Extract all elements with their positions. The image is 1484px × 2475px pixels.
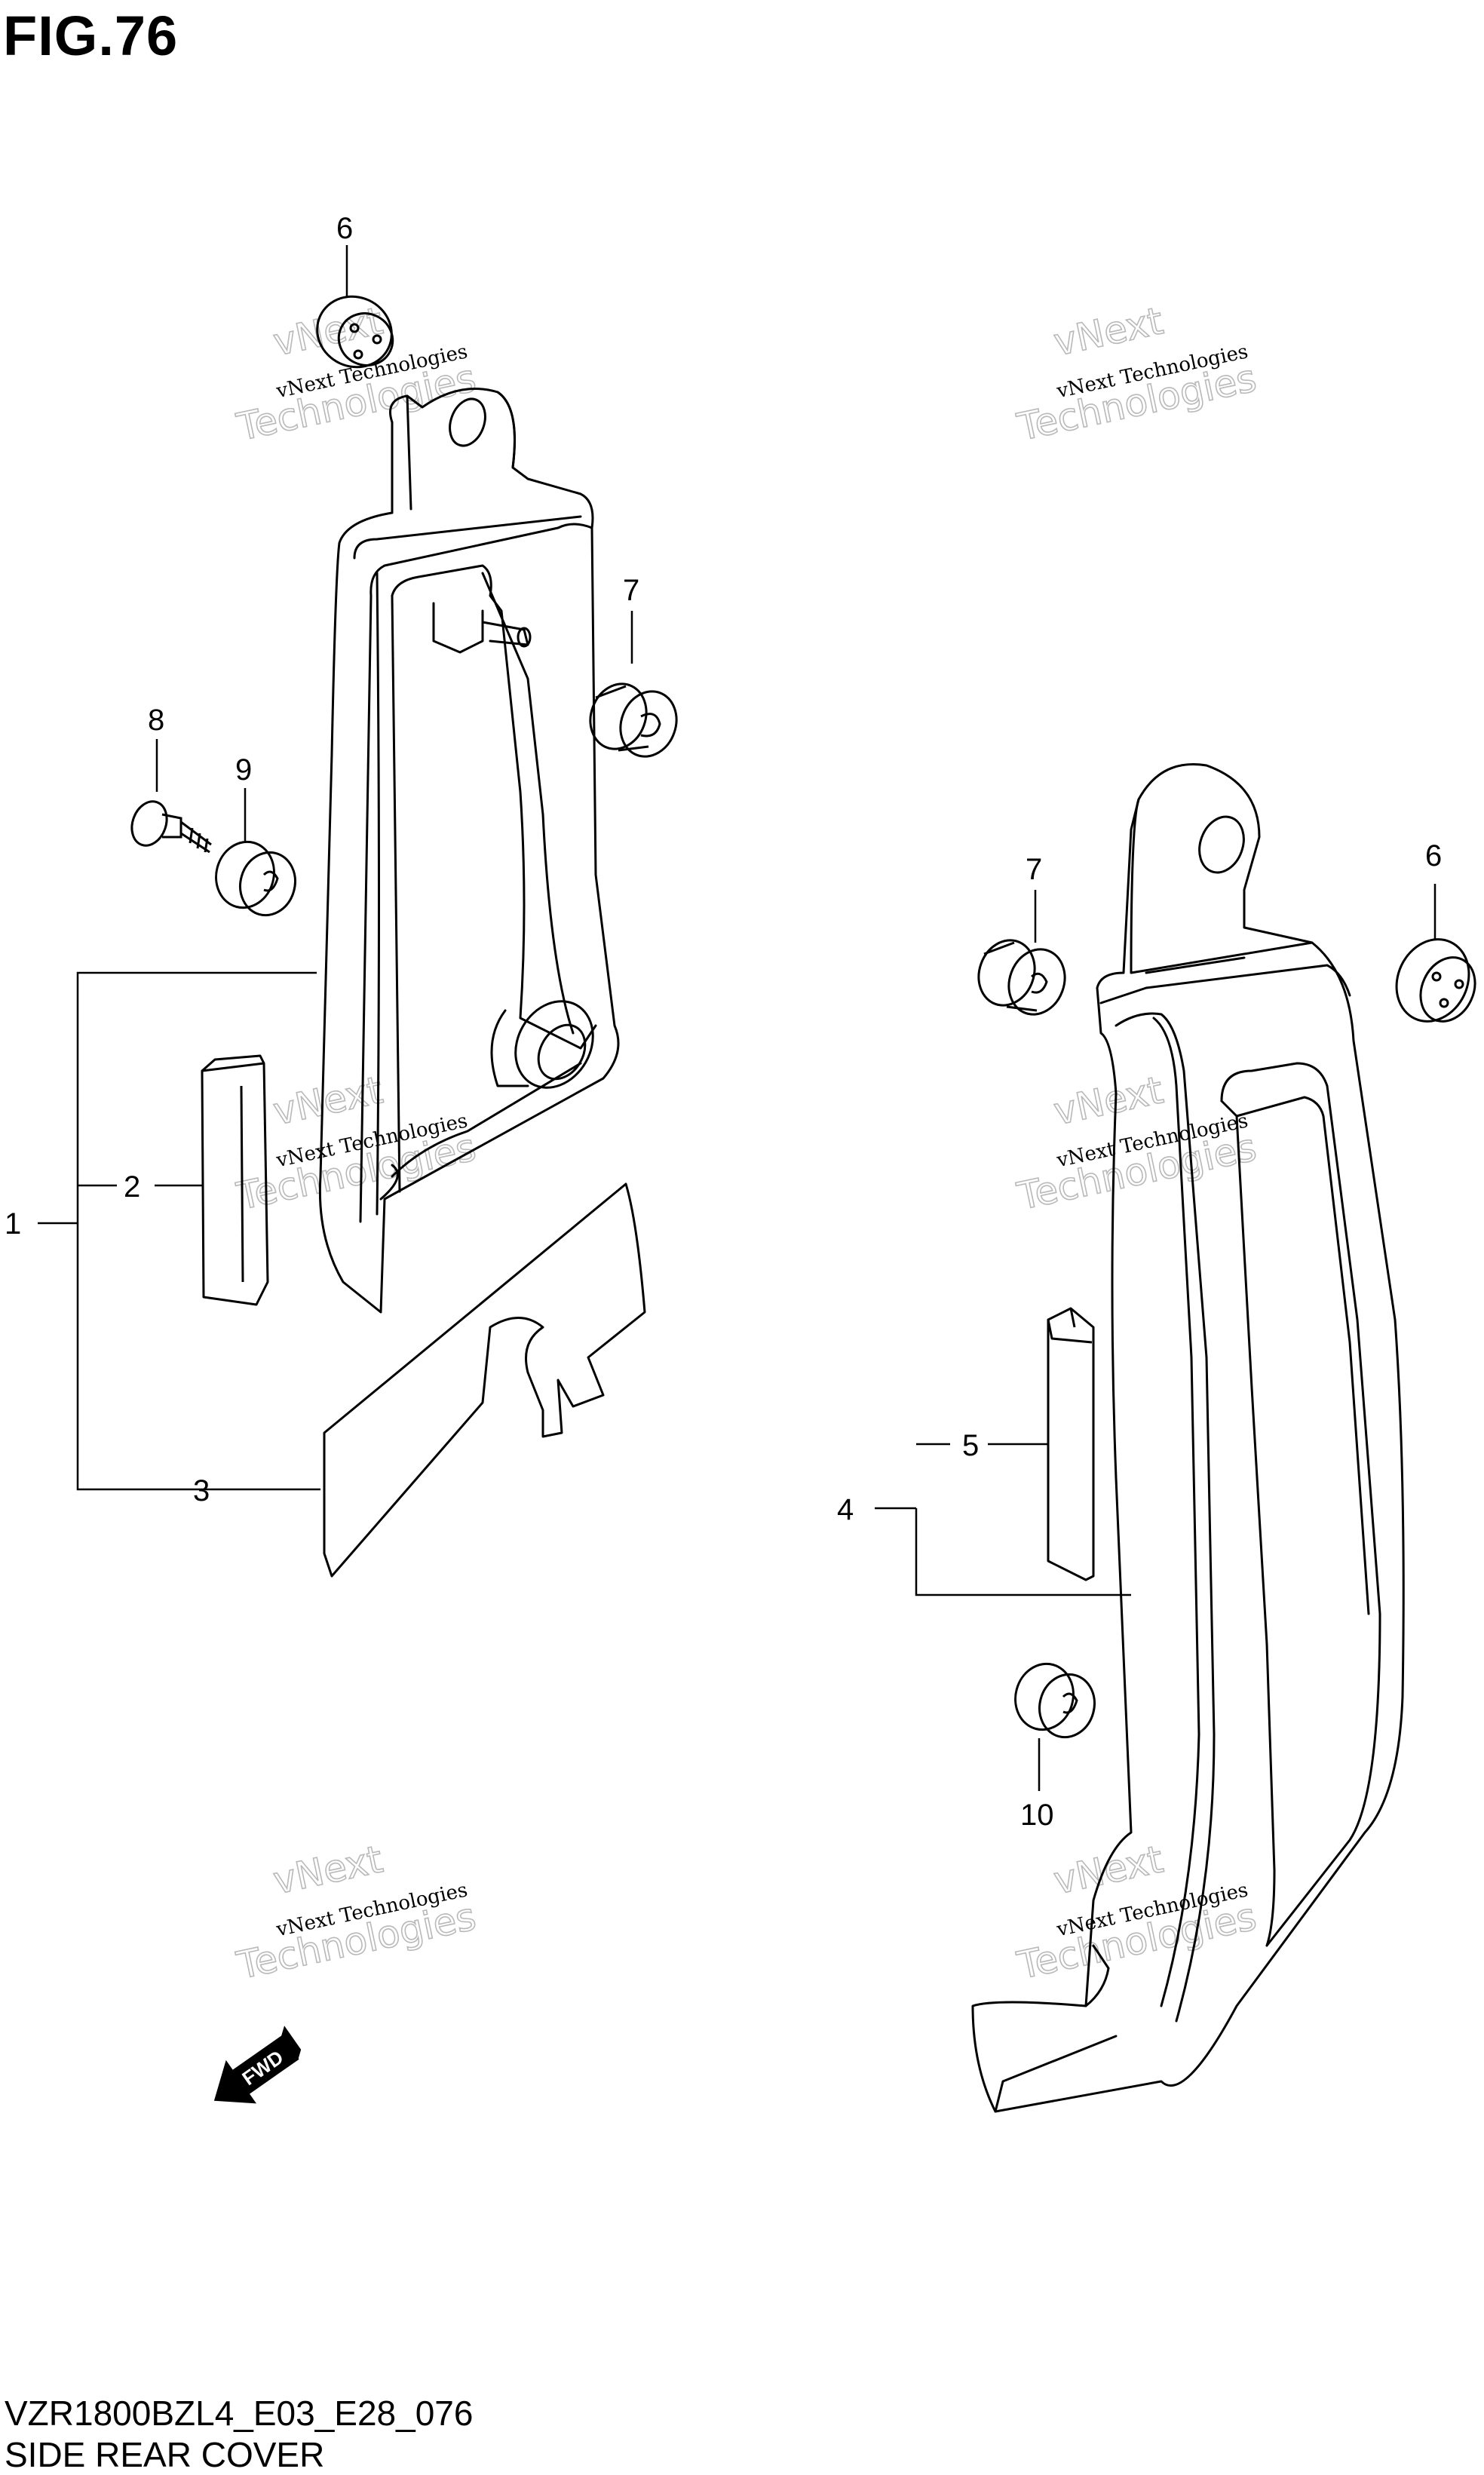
watermark-brand-outline: vNext — [1050, 1837, 1167, 1903]
callout-5: 5 — [962, 1429, 979, 1462]
part-6-right-grommet — [1395, 938, 1476, 1023]
callout-8: 8 — [148, 704, 164, 737]
callout-labels: 6 7 8 9 1 2 3 7 6 4 5 10 — [5, 212, 1442, 1832]
left-cover-window-bottom — [379, 1062, 582, 1201]
part-5-clip — [1047, 1307, 1095, 1581]
left-cover-boss-outer — [514, 1000, 594, 1089]
leader-lines — [38, 245, 1436, 1791]
watermark-bottom-right: vNext vNext Technologies Technologies — [1013, 1836, 1261, 1988]
left-cover-mount-hole — [449, 397, 486, 447]
part-2-clip — [201, 1054, 269, 1306]
left-cover-inner-rim-2 — [376, 572, 401, 1216]
left-cover-mount-lug — [391, 391, 516, 514]
clip-2-outline — [201, 1062, 269, 1306]
fwd-arrow-icon: FWD — [213, 2026, 302, 2104]
callout-3: 3 — [193, 1474, 210, 1507]
callout-10: 10 — [1020, 1799, 1054, 1832]
left-cover-stud-end — [517, 627, 532, 648]
pad-outline — [323, 1182, 646, 1578]
left-cover-outline — [318, 388, 620, 1314]
left-side-cover — [318, 388, 620, 1314]
right-cover-mount-hole — [1198, 815, 1245, 874]
right-cover-bottom-hook — [994, 1944, 1118, 2113]
callout-6-right: 6 — [1425, 839, 1442, 873]
model-code: VZR1800BZL4_E03_E28_076 — [5, 2394, 474, 2433]
right-cover-inner-rail-2 — [1115, 1012, 1216, 2023]
callout-7-left: 7 — [623, 574, 639, 607]
right-cover-window — [1220, 1062, 1381, 1947]
right-cover-inner-rail-3 — [1152, 1017, 1200, 2007]
left-cover-inner-rim — [353, 515, 593, 1223]
left-cover-boss-side — [490, 1009, 529, 1087]
left-cover-window — [391, 564, 597, 1050]
part-9-collar — [215, 840, 296, 917]
clip-5-outline — [1047, 1307, 1095, 1581]
part-6-left-grommet — [316, 295, 394, 369]
callout-1: 1 — [5, 1207, 21, 1241]
watermark-bottom-left: vNext vNext Technologies Technologies — [232, 1836, 480, 1988]
figure-title: FIG.76 — [3, 5, 179, 67]
right-cover-outline — [971, 763, 1405, 2113]
right-cover-lug-edge — [1130, 798, 1314, 974]
bracket-4 — [915, 1508, 1131, 1596]
watermark-mid-left: vNext vNext Technologies Technologies — [232, 1067, 480, 1219]
watermark-brand-outline: vNext — [1050, 1068, 1167, 1133]
clip-2-detail — [201, 1054, 265, 1283]
right-side-cover — [971, 763, 1405, 2113]
part-7-left-grommet — [589, 682, 678, 758]
part-10-collar — [1014, 1662, 1096, 1739]
part-7-right-grommet — [977, 939, 1066, 1016]
watermark-mid-right: vNext vNext Technologies Technologies — [1013, 1067, 1261, 1219]
callout-6-left: 6 — [336, 212, 353, 245]
callout-7-right: 7 — [1026, 853, 1042, 886]
clip-5-detail — [1047, 1308, 1093, 1344]
right-cover-window-edge — [1220, 1099, 1276, 1947]
part-3-pad — [323, 1182, 646, 1578]
bracket-1 — [76, 971, 320, 1491]
callout-9: 9 — [235, 753, 252, 787]
section-name: SIDE REAR COVER — [5, 2435, 325, 2474]
callout-2: 2 — [124, 1170, 140, 1204]
part-8-bolt — [130, 800, 212, 854]
watermark-top-right: vNext vNext Technologies Technologies — [1013, 298, 1261, 449]
left-cover-boss-inner — [537, 1023, 587, 1081]
watermark-brand-outline: vNext — [1050, 299, 1167, 364]
callout-4: 4 — [837, 1493, 854, 1526]
right-cover-inner-rail-1 — [1099, 964, 1351, 1004]
watermark-brand-outline: vNext — [269, 1068, 386, 1133]
left-cover-stud — [432, 602, 529, 654]
watermark-brand-outline: vNext — [269, 1837, 386, 1903]
